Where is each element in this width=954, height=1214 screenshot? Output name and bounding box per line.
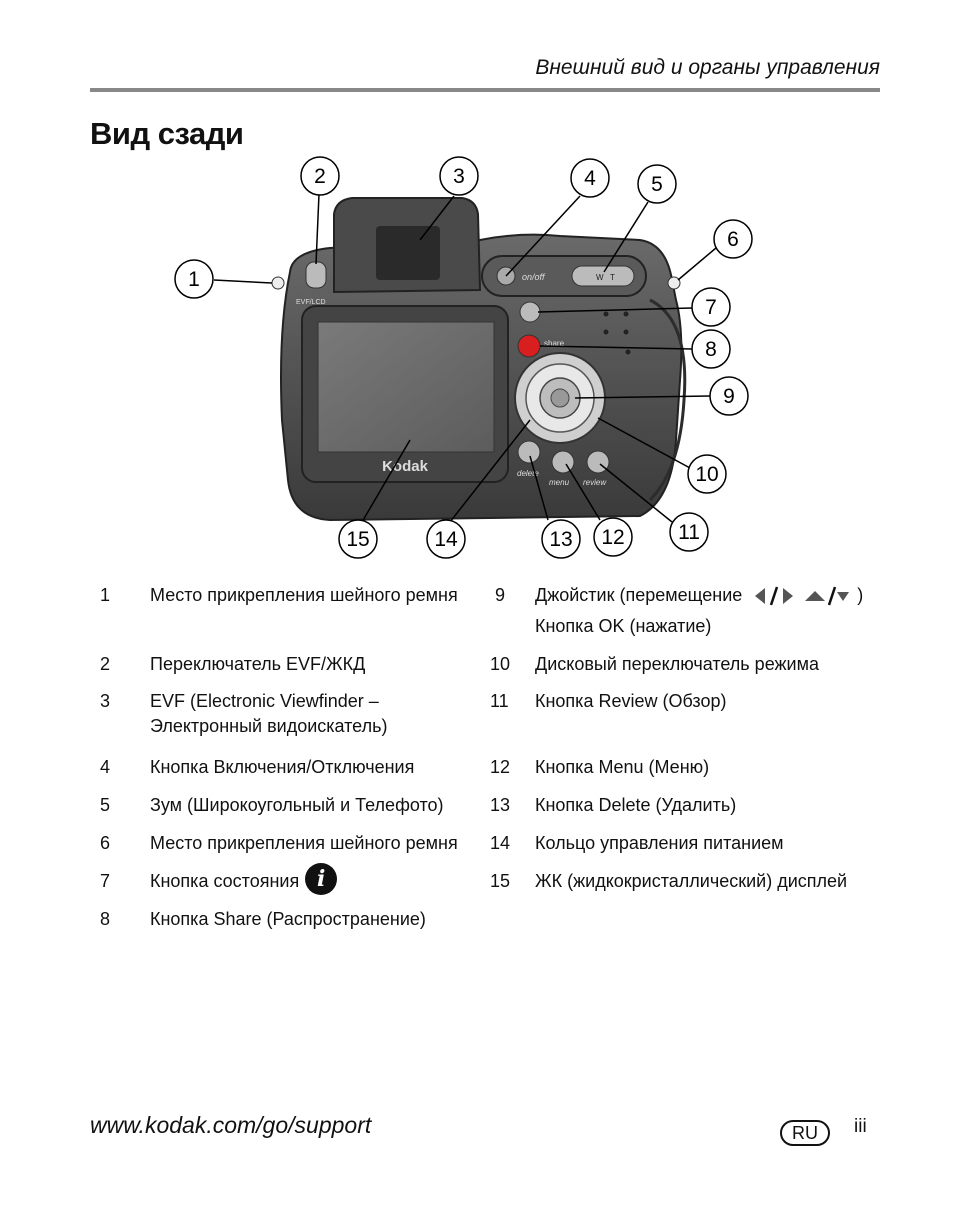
callouts: 1 2 3 4 5 6 7 8 9 10 11 12 13 14 15 bbox=[174, 156, 753, 559]
strap-lug-right bbox=[667, 276, 681, 290]
svg-text:6: 6 bbox=[727, 228, 739, 251]
footer-support-link[interactable]: www.kodak.com/go/support bbox=[90, 1112, 372, 1138]
svg-text:5: 5 bbox=[651, 173, 663, 196]
on-off-label: on/off bbox=[522, 272, 546, 282]
callout-15: 15 bbox=[338, 519, 378, 559]
svg-text:2: 2 bbox=[314, 165, 326, 188]
callout-11: 11 bbox=[669, 512, 709, 552]
zoom-w-label: W bbox=[596, 273, 604, 282]
callout-1: 1 bbox=[174, 259, 214, 299]
info-icon: i bbox=[305, 863, 338, 896]
callout-leaders bbox=[213, 193, 717, 523]
callout-5: 5 bbox=[637, 164, 677, 204]
strap-lug-left bbox=[271, 276, 285, 290]
svg-text:11: 11 bbox=[678, 521, 700, 544]
page-number: iii bbox=[854, 1116, 867, 1137]
joystick-center bbox=[550, 388, 570, 408]
callout-7: 7 bbox=[691, 287, 731, 327]
svg-text:13: 13 bbox=[549, 528, 572, 551]
page-title: Вид сзади bbox=[90, 116, 244, 151]
brand-label: Kodak bbox=[382, 458, 429, 475]
callout-10: 10 bbox=[687, 454, 727, 494]
zoom-t-label: T bbox=[610, 273, 615, 282]
delete-button bbox=[517, 440, 541, 464]
menu-button bbox=[551, 450, 575, 474]
callout-6: 6 bbox=[713, 219, 753, 259]
header-rule bbox=[90, 88, 880, 92]
callout-9: 9 bbox=[709, 376, 749, 416]
share-label: share bbox=[544, 339, 565, 348]
svg-text:1: 1 bbox=[188, 268, 200, 291]
callout-4: 4 bbox=[570, 158, 610, 198]
lcd-screen bbox=[317, 321, 495, 453]
svg-text:14: 14 bbox=[434, 528, 458, 551]
review-button bbox=[586, 450, 610, 474]
camera-diagram: Kodak EVF/LCD on/off W T share delete me… bbox=[174, 156, 753, 559]
callout-8: 8 bbox=[691, 329, 731, 369]
svg-text:9: 9 bbox=[723, 385, 735, 408]
evf-lcd-label: EVF/LCD bbox=[296, 299, 326, 306]
callout-12: 12 bbox=[593, 517, 633, 557]
joystick-arrows-icon bbox=[755, 586, 850, 606]
delete-label: delete bbox=[517, 469, 539, 478]
header-section-title: Внешний вид и органы управления bbox=[535, 56, 880, 79]
svg-text:4: 4 bbox=[584, 167, 596, 190]
legend-right: 9 Джойстик (перемещение ) Кнопка OK (наж… bbox=[490, 585, 864, 891]
callout-14: 14 bbox=[426, 519, 466, 559]
share-button bbox=[517, 334, 541, 358]
svg-text:7: 7 bbox=[705, 296, 717, 319]
callout-3: 3 bbox=[439, 156, 479, 196]
svg-text:3: 3 bbox=[453, 165, 465, 188]
svg-text:15: 15 bbox=[346, 528, 369, 551]
evf-window bbox=[376, 226, 440, 280]
callout-2: 2 bbox=[300, 156, 340, 196]
svg-text:8: 8 bbox=[705, 338, 717, 361]
callout-13: 13 bbox=[541, 519, 581, 559]
camera-grip bbox=[648, 298, 687, 502]
zoom-lever bbox=[571, 265, 635, 287]
svg-text:12: 12 bbox=[601, 526, 624, 549]
language-badge: RU bbox=[780, 1120, 830, 1146]
evf-lcd-switch bbox=[305, 261, 327, 289]
status-button bbox=[519, 301, 541, 323]
legend-left: 1 Место прикрепления шейного ремня 2 Пер… bbox=[100, 585, 458, 929]
svg-text:10: 10 bbox=[695, 463, 718, 486]
review-label: review bbox=[583, 478, 607, 487]
menu-label: menu bbox=[549, 478, 570, 487]
